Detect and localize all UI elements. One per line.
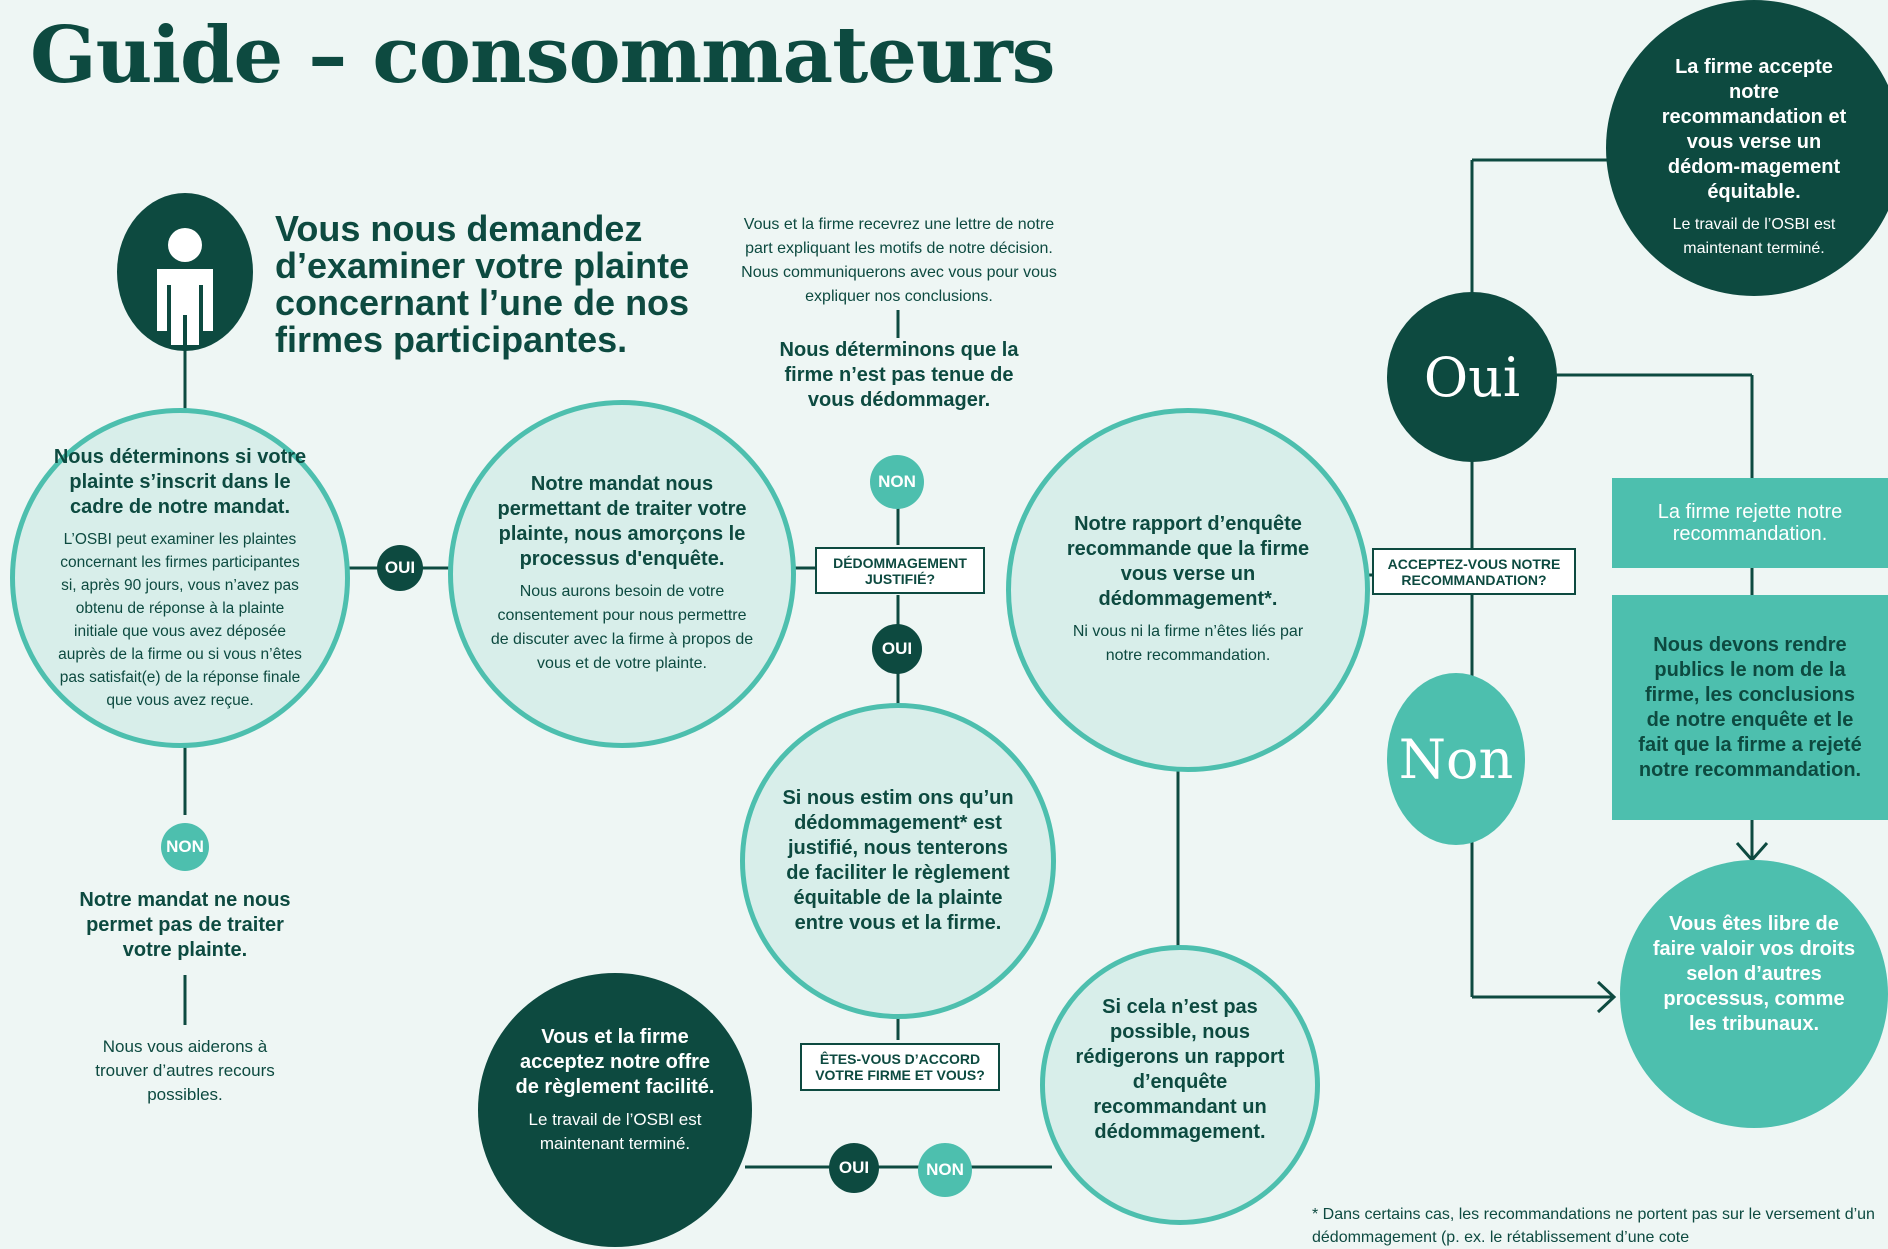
mandate-check-heading: Nous déterminons si votre plainte s’insc… bbox=[53, 445, 307, 518]
facilitated-circle: Si nous estim ons qu’un dédommagement* e… bbox=[740, 703, 1056, 1019]
facilitated-heading: Si nous estim ons qu’un dédommagement* e… bbox=[782, 787, 1014, 934]
no-mandate-text: Notre mandat ne nous permet pas de trait… bbox=[79, 889, 291, 961]
badge-non-mandate: NON bbox=[161, 823, 209, 871]
oui-big-circle: Oui bbox=[1387, 292, 1557, 462]
firm-rejects-box: La firme rejette notre recommandation. bbox=[1612, 478, 1888, 568]
mandate-check-text: L’OSBI peut examiner les plaintes concer… bbox=[58, 530, 302, 709]
not-required-text: Nous déterminons que la firme n’est pas … bbox=[779, 339, 1019, 411]
start-investigation-circle: Notre mandat nous permettant de traiter … bbox=[448, 400, 796, 748]
firm-accepts-circle: La firme accepte notre recommandation et… bbox=[1606, 0, 1888, 296]
badge-non-agree: NON bbox=[918, 1143, 972, 1197]
accepted-offer-circle: Vous et la firme acceptez notre offre de… bbox=[478, 973, 752, 1247]
letter-note-text: Vous et la firme recevrez une lettre de … bbox=[741, 216, 1057, 305]
publish-heading: Nous devons rendre publics le nom de la … bbox=[1638, 633, 1862, 781]
firm-rejects-text: La firme rejette notre recommandation. bbox=[1657, 501, 1843, 545]
accepted-offer-heading: Vous et la firme acceptez notre offre de… bbox=[515, 1025, 715, 1098]
report-recommends-text: Ni vous ni la firme n’êtes liés par notr… bbox=[1072, 623, 1304, 664]
arrow-to-free bbox=[1596, 980, 1617, 1014]
person-icon bbox=[117, 193, 253, 351]
question-accept: ACCEPTEZ-VOUS NOTRE RECOMMANDATION? bbox=[1372, 548, 1576, 595]
question-agree: ÊTES-VOUS D’ACCORD VOTRE FIRME ET VOUS? bbox=[800, 1043, 1000, 1091]
non-big-circle: Non bbox=[1387, 673, 1525, 845]
report-recommends-circle: Notre rapport d’enquête recommande que l… bbox=[1006, 408, 1370, 772]
badge-non-compensation: NON bbox=[870, 455, 924, 509]
free-heading: Vous êtes libre de faire valoir vos droi… bbox=[1652, 912, 1856, 1035]
page-title: Guide – consommateurs bbox=[30, 10, 1056, 101]
report-if-not-circle: Si cela n’est pas possible, nous rédiger… bbox=[1040, 945, 1320, 1225]
report-if-not-heading: Si cela n’est pas possible, nous rédiger… bbox=[1075, 996, 1285, 1143]
firm-accepts-heading: La firme accepte notre recommandation et… bbox=[1661, 56, 1847, 203]
mandate-check-circle: Nous déterminons si votre plainte s’insc… bbox=[10, 408, 350, 748]
badge-oui-agree: OUI bbox=[829, 1143, 879, 1193]
start-investigation-text: Nous aurons besoin de votre consentement… bbox=[490, 583, 754, 672]
other-recourse-text: Nous vous aiderons à trouver d’autres re… bbox=[95, 1037, 275, 1104]
firm-accepts-text: Le travail de l’OSBI est maintenant term… bbox=[1672, 216, 1836, 257]
intro-heading: Vous nous demandez d’examiner votre plai… bbox=[275, 208, 690, 360]
publish-box: Nous devons rendre publics le nom de la … bbox=[1612, 595, 1888, 820]
question-compensation: DÉDOMMAGEMENT JUSTIFIÉ? bbox=[815, 547, 985, 594]
free-circle: Vous êtes libre de faire valoir vos droi… bbox=[1620, 860, 1888, 1128]
badge-oui-compensation: OUI bbox=[872, 624, 922, 674]
report-recommends-heading: Notre rapport d’enquête recommande que l… bbox=[1066, 513, 1310, 610]
badge-oui-mandate: OUI bbox=[377, 545, 423, 591]
footnote: * Dans certains cas, les recommandations… bbox=[1312, 1206, 1875, 1246]
accepted-offer-text: Le travail de l’OSBI est maintenant term… bbox=[528, 1109, 702, 1153]
start-investigation-heading: Notre mandat nous permettant de traiter … bbox=[497, 473, 747, 570]
